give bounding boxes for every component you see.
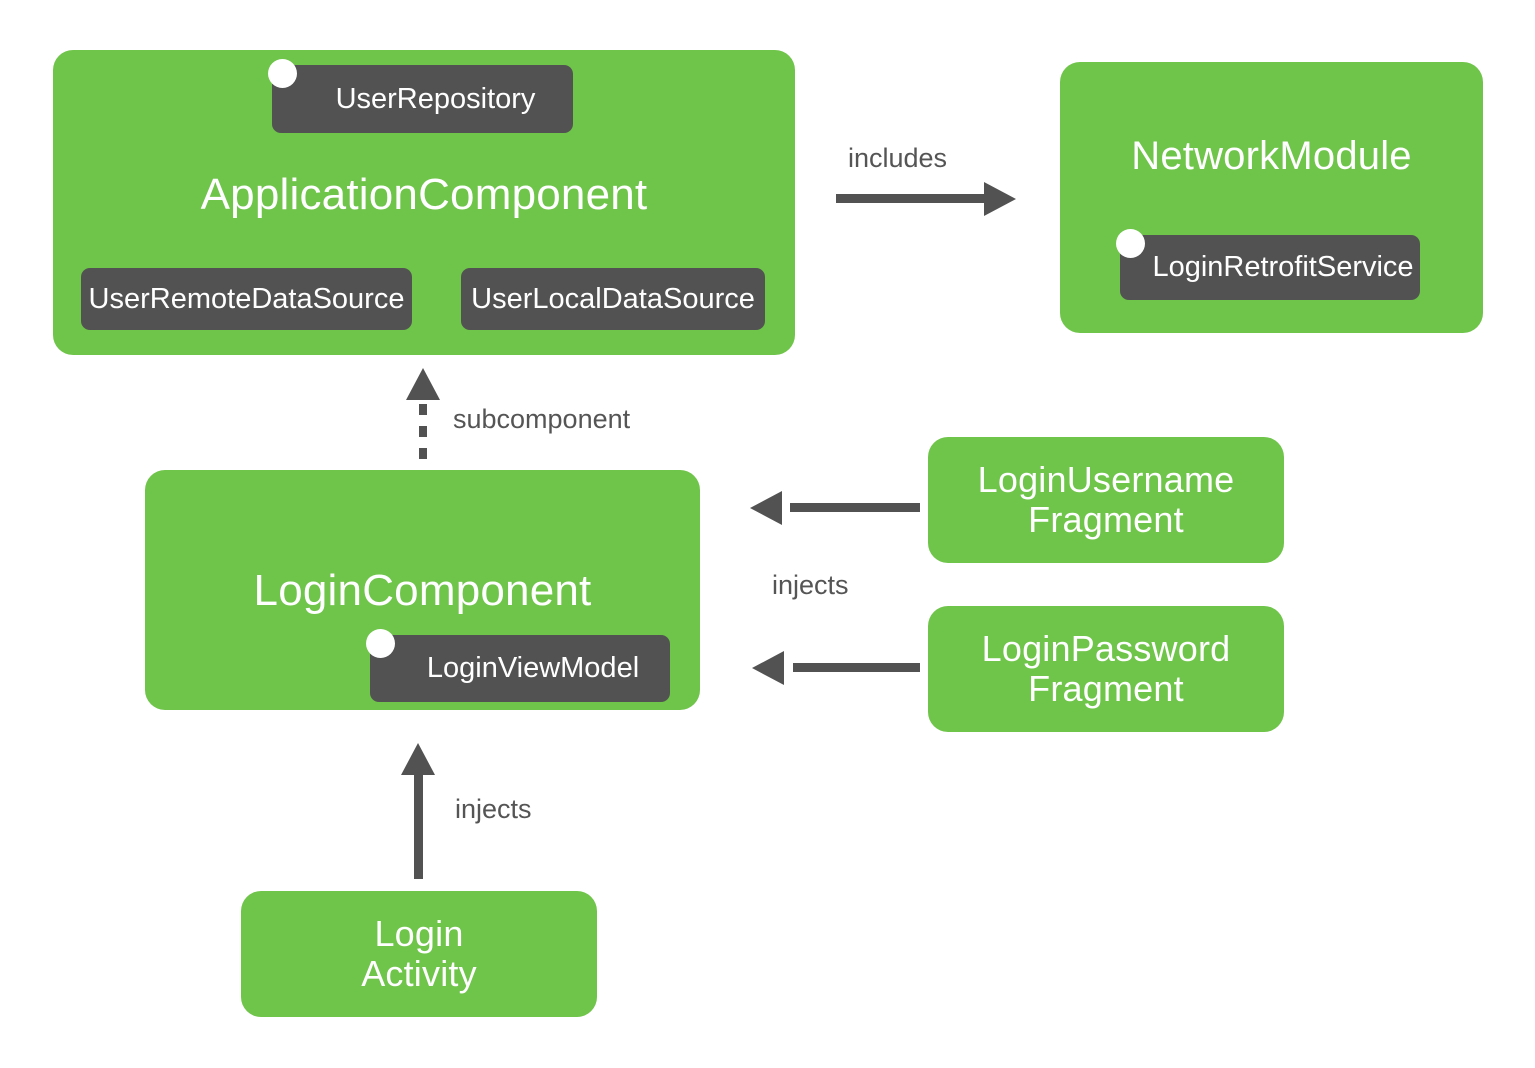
chip-login-retrofit-service[interactable]: LoginRetrofitService bbox=[1116, 229, 1420, 300]
chip-user-local-data-source[interactable]: UserLocalDataSource bbox=[461, 268, 765, 330]
chip-user-repository-label: UserRepository bbox=[335, 82, 536, 115]
edge-includes-label: includes bbox=[848, 143, 948, 173]
provision-dot-icon bbox=[268, 59, 297, 88]
login-password-fragment-title: LoginPassword Fragment bbox=[981, 628, 1231, 710]
edge-injects-username-arrowhead bbox=[750, 491, 782, 525]
chip-user-remote-data-source-label: UserRemoteDataSource bbox=[88, 282, 405, 315]
edge-injects-username-line bbox=[790, 503, 920, 512]
edge-injects-password-arrowhead bbox=[752, 651, 784, 685]
edge-injects-activity-arrowhead bbox=[401, 743, 435, 775]
chip-login-view-model[interactable]: LoginViewModel bbox=[366, 629, 670, 702]
application-component-title: ApplicationComponent bbox=[200, 170, 648, 219]
edge-injects-password-line bbox=[793, 663, 920, 672]
chip-login-retrofit-service-label: LoginRetrofitService bbox=[1152, 251, 1414, 283]
provision-dot-icon bbox=[366, 629, 395, 658]
chip-login-view-model-label: LoginViewModel bbox=[426, 652, 640, 684]
chip-user-local-data-source-label: UserLocalDataSource bbox=[471, 282, 755, 315]
chip-user-repository[interactable]: UserRepository bbox=[268, 59, 573, 133]
provision-dot-icon bbox=[1116, 229, 1145, 258]
edge-subcomponent-label: subcomponent bbox=[453, 404, 631, 434]
node-login-activity[interactable]: Login Activity bbox=[241, 891, 597, 1017]
chip-user-remote-data-source[interactable]: UserRemoteDataSource bbox=[81, 268, 412, 330]
edge-includes-arrowhead bbox=[984, 182, 1016, 216]
edge-injects-fragments-label: injects bbox=[772, 570, 849, 600]
edge-includes-line bbox=[836, 194, 986, 203]
edge-injects-activity-label: injects bbox=[455, 794, 532, 824]
login-username-fragment-title: LoginUsername Fragment bbox=[977, 459, 1235, 541]
login-component-title: LoginComponent bbox=[253, 566, 592, 615]
edge-injects-activity-line bbox=[414, 775, 423, 879]
node-login-password-fragment[interactable]: LoginPassword Fragment bbox=[928, 606, 1284, 732]
node-login-username-fragment[interactable]: LoginUsername Fragment bbox=[928, 437, 1284, 563]
login-activity-title: Login Activity bbox=[361, 913, 477, 995]
network-module-title: NetworkModule bbox=[1131, 134, 1412, 178]
edge-subcomponent-line bbox=[419, 404, 427, 468]
edge-subcomponent-arrowhead bbox=[406, 368, 440, 400]
